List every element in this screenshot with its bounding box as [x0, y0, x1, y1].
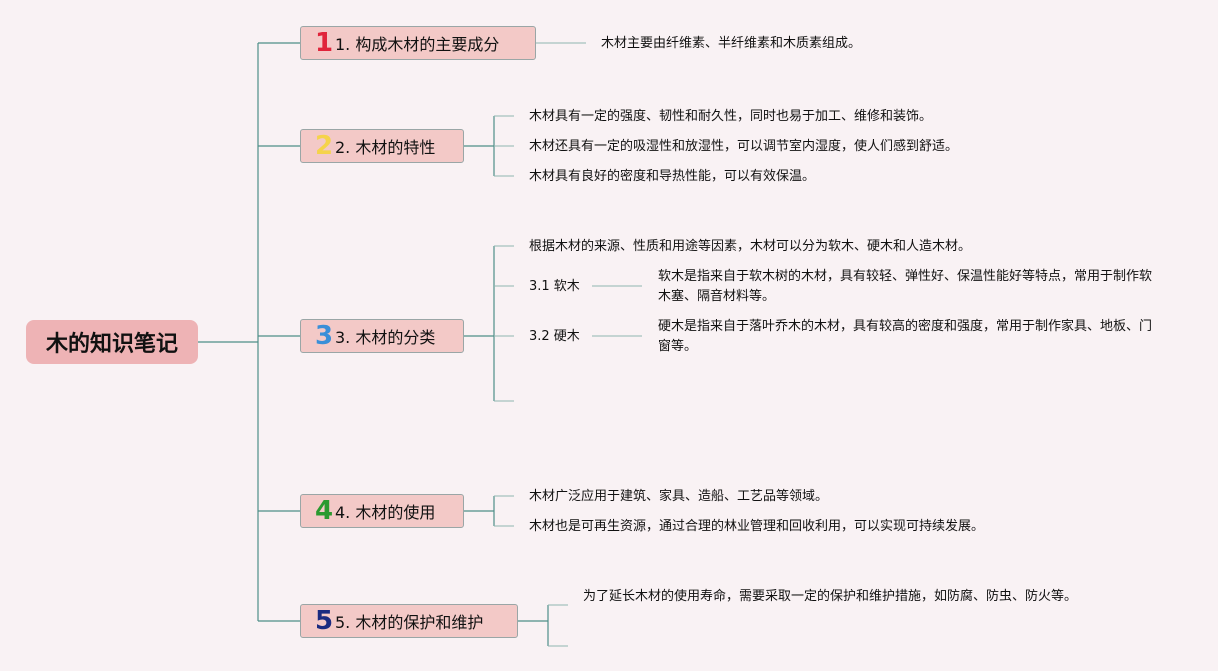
topic-node-1[interactable]: 1 1. 构成木材的主要成分	[300, 26, 536, 60]
topic-label: 3. 木材的分类	[335, 328, 436, 347]
note-2-2[interactable]: 木材还具有一定的吸湿性和放湿性，可以调节室内湿度，使人们感到舒适。	[529, 139, 959, 154]
topic-label: 2. 木材的特性	[335, 138, 436, 157]
note-2-1[interactable]: 木材具有一定的强度、韧性和耐久性，同时也易于加工、维修和装饰。	[529, 109, 933, 124]
note-1-1[interactable]: 木材主要由纤维素、半纤维素和木质素组成。	[601, 36, 862, 51]
number-5-icon: 5	[315, 606, 334, 636]
subtopic-3-1[interactable]: 3.1 软木	[529, 279, 580, 294]
topic-node-3[interactable]: 3 3. 木材的分类	[300, 319, 464, 353]
note-5-1[interactable]: 为了延长木材的使用寿命，需要采取一定的保护和维护措施，如防腐、防虫、防火等。	[583, 589, 1078, 604]
topic-node-5[interactable]: 5 5. 木材的保护和维护	[300, 604, 518, 638]
number-4-icon: 4	[315, 496, 334, 526]
number-3-icon: 3	[315, 321, 334, 351]
subnote-3-2[interactable]: 硬木是指来自于落叶乔木的木材，具有较高的密度和强度，常用于制作家具、地板、门窗等…	[658, 319, 1153, 354]
root-node[interactable]: 木的知识笔记	[26, 320, 198, 364]
subtopic-3-2[interactable]: 3.2 硬木	[529, 329, 580, 344]
topic-node-4[interactable]: 4 4. 木材的使用	[300, 494, 464, 528]
topic-label: 1. 构成木材的主要成分	[335, 35, 500, 54]
topic-node-2[interactable]: 2 2. 木材的特性	[300, 129, 464, 163]
topic-label: 5. 木材的保护和维护	[335, 613, 484, 632]
topic-label: 4. 木材的使用	[335, 503, 436, 522]
number-2-icon: 2	[315, 131, 334, 161]
number-1-icon: 1	[315, 28, 334, 58]
note-4-2[interactable]: 木材也是可再生资源，通过合理的林业管理和回收利用，可以实现可持续发展。	[529, 519, 985, 534]
note-3-1[interactable]: 根据木材的来源、性质和用途等因素，木材可以分为软木、硬木和人造木材。	[529, 239, 972, 254]
note-2-3[interactable]: 木材具有良好的密度和导热性能，可以有效保温。	[529, 169, 816, 184]
root-title: 木的知识笔记	[45, 332, 178, 357]
subnote-3-1[interactable]: 软木是指来自于软木树的木材，具有较轻、弹性好、保温性能好等特点，常用于制作软木塞…	[658, 269, 1153, 304]
note-4-1[interactable]: 木材广泛应用于建筑、家具、造船、工艺品等领域。	[529, 489, 829, 504]
